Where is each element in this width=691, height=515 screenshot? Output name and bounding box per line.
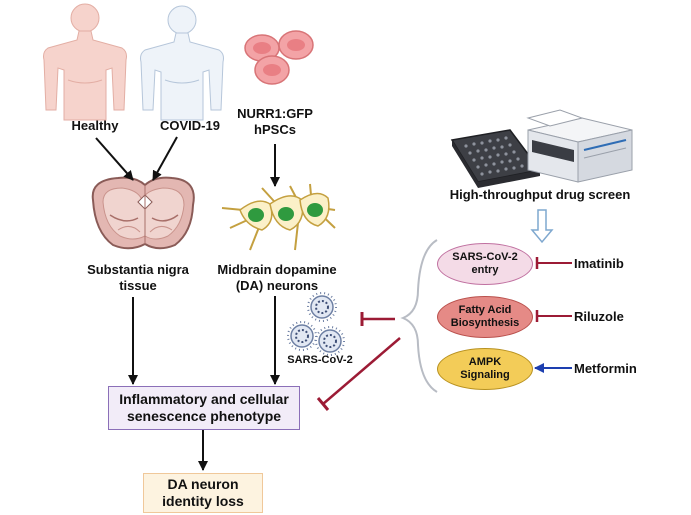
phenotype-box: Inflammatory and cellular senescence phe…	[108, 386, 300, 430]
substantia-nigra-line1: Substantia nigra	[87, 262, 189, 277]
pathway-ampk-line2: Signaling	[460, 369, 510, 381]
healthy-body-icon	[43, 3, 127, 121]
covid19-label: COVID-19	[160, 118, 220, 133]
nurr1-label-line1: NURR1:GFP	[237, 106, 313, 121]
well-plate-icon	[450, 129, 542, 188]
phenotype-line1: Inflammatory and cellular	[119, 391, 289, 407]
pathway-ampk-line1: AMPK	[468, 356, 502, 368]
identity-loss-line1: DA neuron	[167, 476, 239, 492]
imatinib-inhibit-line	[535, 257, 572, 269]
da-neurons-line2: (DA) neurons	[235, 278, 319, 293]
virus-particles-icon	[287, 292, 345, 356]
drug-imatinib-label: Imatinib	[574, 256, 624, 271]
drug-metformin-label: Metformin	[574, 361, 637, 376]
riluzole-inhibit-line	[535, 310, 572, 322]
drug-screen-label: High-throughput drug screen	[449, 187, 631, 202]
nurr1-label: NURR1:GFP hPSCs	[230, 106, 320, 138]
da-neurons-icon	[221, 183, 336, 251]
arrow-screen-to-pathways	[530, 209, 554, 244]
inhibit-phenotype-line	[316, 337, 401, 411]
sars-cov2-label: SARS-CoV-2	[287, 354, 353, 366]
substantia-nigra-label: Substantia nigra tissue	[78, 262, 198, 294]
covid-body-icon	[140, 5, 224, 121]
pathway-fatty-acid-line2: Biosynthesis	[450, 317, 520, 329]
pathway-ampk: AMPK Signaling	[437, 348, 533, 390]
pathway-sars-entry: SARS-CoV-2 entry	[437, 243, 533, 285]
pathway-fatty-acid: Fatty Acid Biosynthesis	[437, 296, 533, 338]
identity-loss-line2: identity loss	[162, 493, 244, 509]
arrow-covid-to-tissue	[152, 136, 178, 181]
pathway-fatty-acid-line1: Fatty Acid	[458, 304, 512, 316]
brain-section-icon	[91, 176, 195, 250]
pathway-bracket	[400, 239, 438, 393]
screening-instrument-icon	[526, 109, 633, 183]
pathway-sars-entry-line2: entry	[471, 264, 499, 276]
hpsc-cells-icon	[244, 30, 314, 85]
substantia-nigra-line2: tissue	[119, 278, 157, 293]
drug-riluzole-label: Riluzole	[574, 309, 624, 324]
da-neurons-label: Midbrain dopamine (DA) neurons	[210, 262, 344, 294]
arrow-healthy-to-tissue	[95, 137, 134, 181]
nurr1-label-line2: hPSCs	[254, 122, 296, 137]
da-neurons-line1: Midbrain dopamine	[217, 262, 337, 277]
phenotype-line2: senescence phenotype	[126, 408, 282, 424]
inhibit-virus-line	[360, 312, 395, 326]
pathway-sars-entry-line1: SARS-CoV-2	[452, 251, 518, 263]
healthy-label: Healthy	[71, 118, 119, 133]
identity-loss-box: DA neuron identity loss	[143, 473, 263, 513]
